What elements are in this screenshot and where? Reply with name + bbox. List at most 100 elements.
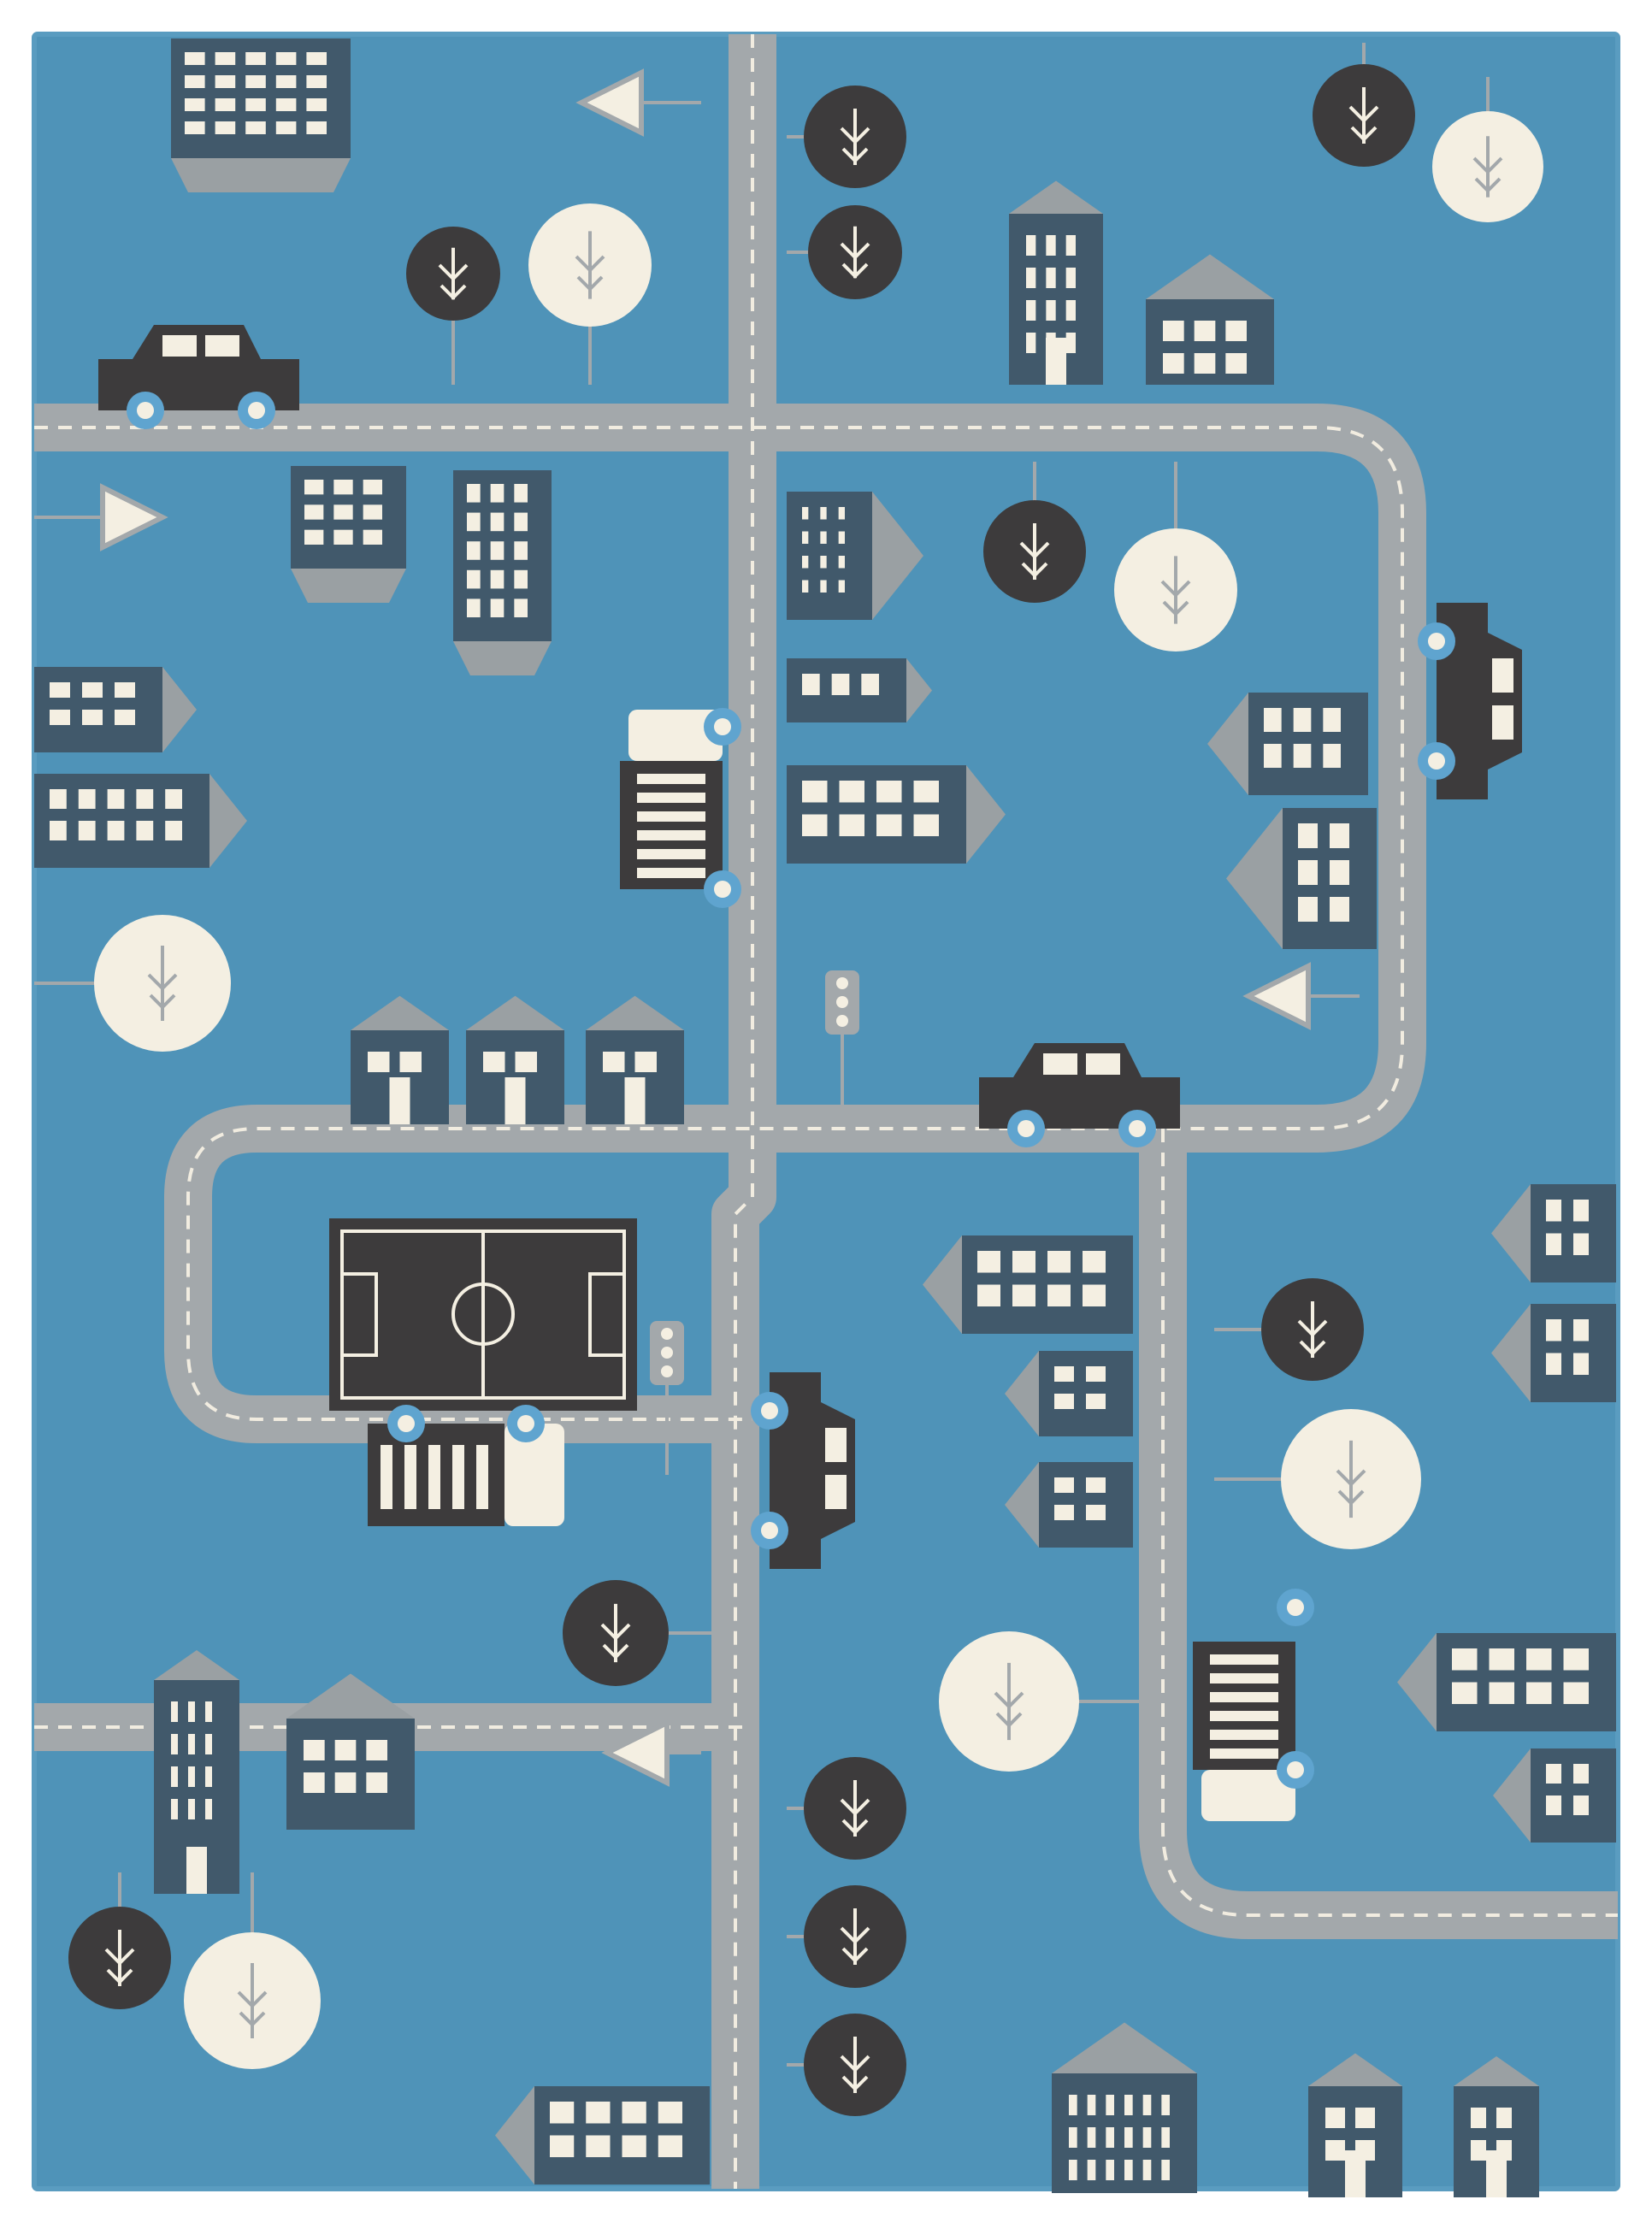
window <box>802 781 828 803</box>
window <box>1083 1284 1106 1306</box>
building-roof <box>1226 808 1283 949</box>
window <box>802 556 809 569</box>
window <box>1298 860 1318 885</box>
window <box>1065 333 1076 353</box>
window <box>1161 2160 1170 2180</box>
truck-stripe <box>637 811 705 822</box>
window <box>622 2102 646 2124</box>
building <box>1454 2056 1539 2197</box>
car <box>979 1043 1180 1147</box>
traffic-light <box>650 1321 684 1475</box>
car-hubcap <box>714 718 731 735</box>
window <box>1293 744 1312 768</box>
sign-triangle <box>1242 962 1311 1030</box>
tree-branch <box>239 2011 266 2027</box>
car-hubcap <box>1287 1761 1304 1778</box>
tree-branch <box>1299 1340 1326 1356</box>
car-hubcap <box>1428 752 1445 770</box>
window <box>1330 860 1349 885</box>
traffic-light-lamp <box>661 1365 673 1377</box>
building-roof <box>1397 1633 1437 1731</box>
window <box>1325 2140 1345 2161</box>
building-roof <box>1207 693 1248 795</box>
window <box>368 1052 390 1072</box>
building <box>1491 1304 1616 1402</box>
window <box>1293 708 1312 732</box>
building-door <box>1486 2150 1507 2197</box>
window <box>205 1766 212 1787</box>
tree-branch <box>840 2055 870 2073</box>
building-roof <box>1308 2053 1402 2086</box>
window <box>1546 1796 1561 1815</box>
window <box>275 121 297 134</box>
tree-branch <box>841 262 869 279</box>
window <box>1489 1648 1514 1671</box>
window <box>188 1766 195 1787</box>
window <box>115 710 135 725</box>
building <box>1308 2053 1402 2197</box>
window <box>514 541 528 560</box>
window <box>333 480 353 495</box>
window <box>1573 1764 1589 1784</box>
car <box>98 325 299 429</box>
window <box>977 1251 1000 1273</box>
window <box>1563 1648 1589 1671</box>
window <box>467 569 481 589</box>
truck-stripe <box>404 1445 416 1509</box>
window <box>1086 1505 1106 1520</box>
building <box>495 2086 710 2185</box>
window <box>1124 2127 1133 2148</box>
window <box>1012 1251 1035 1273</box>
building-roof <box>286 1673 415 1719</box>
building <box>787 492 923 620</box>
truck-stripe <box>1210 1692 1278 1702</box>
window <box>1298 823 1318 848</box>
window <box>1069 2095 1077 2115</box>
window <box>306 121 327 134</box>
window <box>876 814 902 836</box>
window <box>1526 1648 1552 1671</box>
window <box>802 507 809 520</box>
window <box>838 531 845 544</box>
window <box>1054 1394 1074 1409</box>
window <box>838 556 845 569</box>
building-roof <box>1146 254 1274 299</box>
window <box>467 512 481 532</box>
window <box>50 710 70 725</box>
sign-triangle <box>100 483 168 551</box>
car-hubcap <box>137 402 154 419</box>
window <box>820 531 827 544</box>
window <box>304 529 324 545</box>
window <box>586 2135 611 2157</box>
window <box>1355 2108 1375 2128</box>
building-roof <box>906 658 932 722</box>
window <box>1546 1764 1561 1784</box>
window <box>586 2102 611 2124</box>
window <box>1106 2160 1114 2180</box>
tree-light <box>528 203 652 385</box>
trees <box>34 43 1543 2116</box>
car-window <box>1492 658 1513 693</box>
tree-branch <box>840 1926 870 1944</box>
window <box>1086 1394 1106 1409</box>
window <box>306 52 327 65</box>
tree-branch <box>1160 580 1191 598</box>
building <box>1005 1351 1133 1436</box>
tree-branch <box>575 255 605 273</box>
window <box>490 512 504 532</box>
window <box>306 98 327 111</box>
window <box>185 52 205 65</box>
window <box>490 484 504 503</box>
window <box>82 682 103 698</box>
window <box>634 1052 657 1072</box>
building <box>1207 693 1368 795</box>
window <box>275 75 297 88</box>
window <box>82 710 103 725</box>
window <box>1225 353 1247 374</box>
traffic-light-lamp <box>836 1015 848 1027</box>
tree-branch <box>840 1798 870 1816</box>
window <box>215 121 236 134</box>
window <box>1526 1682 1552 1704</box>
car-window <box>1086 1053 1120 1075</box>
window <box>1065 235 1076 256</box>
